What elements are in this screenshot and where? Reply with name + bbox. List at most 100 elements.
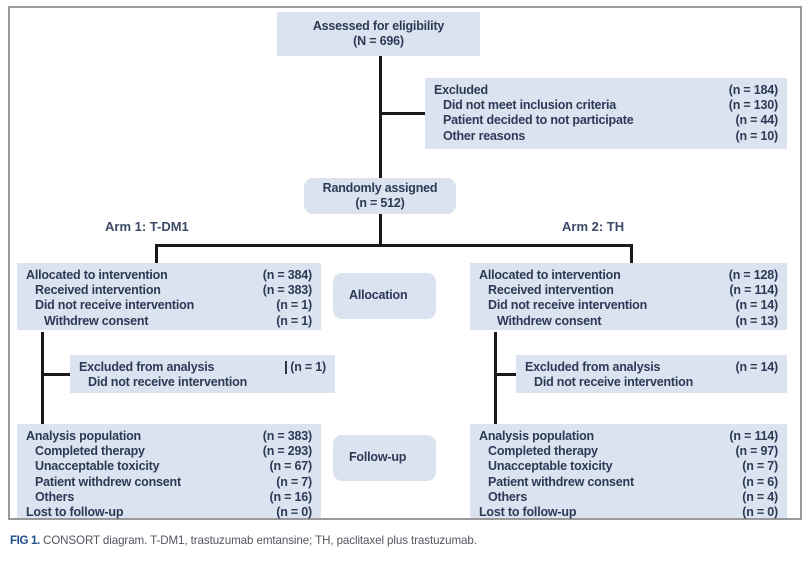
node-row-count: (n = 0) <box>276 505 312 520</box>
randomized-count: (n = 512) <box>355 196 405 210</box>
node-arm1-excluded-from-analysis: Excluded from analysis (n = 1) Did not rec… <box>70 355 335 393</box>
node-arm2-analysis: Analysis population (n = 114)Completed th… <box>470 424 787 519</box>
node-row-count: (n = 114) <box>729 283 778 298</box>
node-row: Patient withdrew consent (n = 7) <box>26 475 312 490</box>
connector-arm2-drop <box>630 244 633 264</box>
node-row: Completed therapy(n = 97) <box>479 444 778 459</box>
node-row-count: (n = 293) <box>262 444 312 459</box>
arm1-excluded-rows: Excluded from analysis (n = 1) Did not rec… <box>70 355 335 395</box>
arm2-analysis-rows: Analysis population (n = 114)Completed th… <box>470 424 787 525</box>
arm2-allocation-rows: Allocated to intervention(n = 128)Receiv… <box>470 263 787 334</box>
assessed-count: (N = 696) <box>353 34 404 48</box>
connector-arm1-drop <box>155 244 158 264</box>
node-row-label: Unacceptable toxicity <box>488 459 613 474</box>
node-row: Withdrew consent (n = 1) <box>26 314 312 329</box>
node-row: Patient withdrew consent (n = 6) <box>479 475 778 490</box>
node-row-label: Others <box>488 489 528 504</box>
node-row-count: (n = 44) <box>735 113 778 128</box>
connector-randomized-down <box>379 212 382 246</box>
node-row: Received intervention (n = 114) <box>479 283 778 298</box>
node-row: Excluded from analysis (n = 1) <box>79 360 326 375</box>
node-row-label: Analysis population <box>479 429 594 443</box>
node-row: Excluded (n = 184) <box>434 83 778 98</box>
node-assessed-for-eligibility: Assessed for eligibility (N = 696) <box>277 12 480 56</box>
node-row-label: Withdrew consent <box>497 313 602 328</box>
node-row: Unacceptable toxicity (n = 67) <box>26 459 312 474</box>
node-row-count: (n = 14) <box>735 360 778 374</box>
node-row-count: (n = 114) <box>729 429 778 443</box>
node-row: Did not meet inclusion criteria (n = 130) <box>434 98 778 113</box>
node-row-count: (n = 7) <box>276 474 312 489</box>
node-row-label: Received intervention <box>488 283 614 298</box>
node-row: Other reasons (n = 10) <box>434 129 778 144</box>
figure-caption: FIG 1. CONSORT diagram. T-DM1, trastuzum… <box>10 534 800 547</box>
node-row-label: Withdrew consent <box>44 313 149 328</box>
node-row-count: (n = 16) <box>269 489 312 504</box>
arm2-excluded-rows: Excluded from analysis(n = 14)Did not re… <box>516 355 787 395</box>
node-row-count: (n = 184) <box>728 83 778 97</box>
node-row-label: Allocated to intervention <box>26 268 168 282</box>
node-row: Lost to follow-up(n = 0) <box>26 505 312 520</box>
node-row: Analysis population (n = 383) <box>26 429 312 444</box>
stage-followup: Follow-up <box>333 435 436 481</box>
assessed-title: Assessed for eligibility <box>312 18 445 33</box>
node-row: Received intervention(n = 383) <box>26 283 312 298</box>
node-row-label: Other reasons <box>443 128 526 143</box>
node-row: Did not receive intervention(n = 14) <box>479 298 778 313</box>
node-excluded: Excluded(n = 184)Did not meet inclusion … <box>425 78 787 149</box>
node-arm1-analysis: Analysis population (n = 383)Completed th… <box>17 424 321 519</box>
node-row-count: (n = 384) <box>262 268 312 282</box>
node-row-label: Allocated to intervention <box>479 268 621 282</box>
node-row: Patient decided to not participate (n = 4… <box>434 113 778 128</box>
node-row-label: Did not receive intervention <box>35 298 195 313</box>
node-row-count: (n = 10) <box>735 128 778 143</box>
stage-followup-label: Follow-up <box>349 450 407 465</box>
node-row: Completed therapy(n = 293) <box>26 444 312 459</box>
node-row-count: (n = 6) <box>742 474 778 489</box>
connector-assessed-to-randomized <box>379 56 382 184</box>
node-row-count: (n = 1) <box>276 313 312 328</box>
node-row-count: (n = 130) <box>728 98 778 113</box>
node-row-count: (n = 13) <box>735 313 778 328</box>
node-row-count: (n = 1) <box>276 298 312 313</box>
connector-to-excluded <box>379 112 425 115</box>
node-arm2-excluded-from-analysis: Excluded from analysis(n = 14)Did not re… <box>516 355 787 393</box>
randomized-title: Randomly assigned <box>322 180 438 195</box>
node-row-label: Analysis population <box>26 429 141 443</box>
node-row-label: Did not meet inclusion criteria <box>443 98 616 113</box>
node-row-count: (n = 383) <box>262 283 312 298</box>
node-row: Others(n = 16) <box>26 490 312 505</box>
connector-arm1-spine <box>41 332 44 424</box>
node-row-label: Lost to follow-up <box>479 505 577 520</box>
node-row: Did not receive intervention <box>525 375 778 390</box>
node-row: Unacceptable toxicity (n = 7) <box>479 459 778 474</box>
excluded-rows: Excluded(n = 184)Did not meet inclusion … <box>425 78 787 149</box>
node-row-label: Excluded <box>434 83 488 97</box>
node-row: Did not receive intervention <box>79 375 326 390</box>
node-row-label: Did not receive intervention <box>488 298 648 313</box>
arm1-analysis-rows: Analysis population (n = 383)Completed th… <box>17 424 321 525</box>
stage-allocation: Allocation <box>333 273 436 319</box>
connector-split-bar <box>155 244 633 247</box>
node-row-count: (n = 4) <box>742 489 778 504</box>
arm2-label: Arm 2: TH <box>562 219 625 234</box>
node-row-count: (n = 1) <box>290 360 326 374</box>
node-row-label: Did not receive intervention <box>88 375 248 390</box>
node-row-count: (n = 7) <box>742 459 778 474</box>
node-randomly-assigned: Randomly assigned (n = 512) <box>304 178 456 214</box>
node-row-label: Unacceptable toxicity <box>35 459 160 474</box>
node-row-label: Patient withdrew consent <box>35 474 181 489</box>
node-row-count: (n = 97) <box>735 444 778 459</box>
node-row-label: Patient decided to not participate <box>443 113 634 128</box>
node-arm1-allocation: Allocated to intervention (n = 384)Receiv… <box>17 263 321 330</box>
node-row: Allocated to intervention (n = 384) <box>26 268 312 283</box>
arm1-label: Arm 1: T-DM1 <box>105 219 189 234</box>
node-row: Withdrew consent (n = 13) <box>479 314 778 329</box>
node-arm2-allocation: Allocated to intervention(n = 128)Receiv… <box>470 263 787 330</box>
node-row-label: Patient withdrew consent <box>488 474 634 489</box>
node-row: Lost to follow-up(n = 0) <box>479 505 778 520</box>
node-row-count: (n = 383) <box>262 429 312 443</box>
node-row-count: (n = 67) <box>269 459 312 474</box>
node-row-label: Excluded from analysis <box>79 360 215 374</box>
